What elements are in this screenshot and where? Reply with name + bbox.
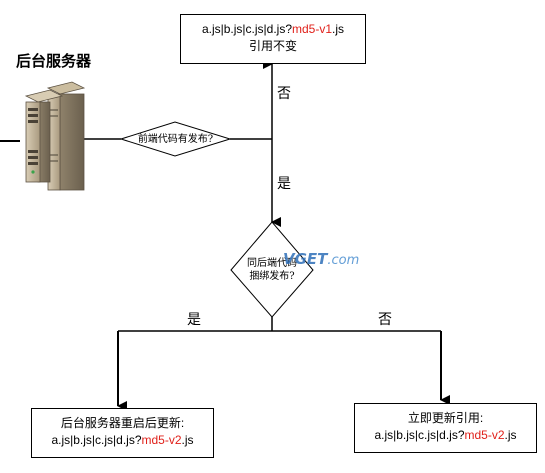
decision2-line1: 同后端代码 <box>247 258 297 269</box>
left-box-files: a.js|b.js|c.js|d.js? <box>51 433 142 447</box>
server-icon <box>24 81 86 191</box>
top-box-line2: 引用不变 <box>248 39 297 53</box>
edge-label-yes-down: 是 <box>277 176 291 192</box>
left-box-suffix: .js <box>181 433 194 447</box>
edge-label-no-right: 否 <box>378 312 392 328</box>
decision1-label: 前端代码有发布? <box>137 134 214 145</box>
left-result-box: 后台服务器重启后更新: a.js|b.js|c.js|d.js?md5-v2.j… <box>31 408 214 458</box>
edge-label-no-up: 否 <box>277 86 291 102</box>
decision2-diamond <box>230 221 314 318</box>
right-box-line1: 立即更新引用: <box>407 411 484 425</box>
server-title: 后台服务器 <box>16 52 92 70</box>
decision2-label: 同后端代码 捆绑发布? <box>232 257 312 283</box>
left-box-version: md5-v2 <box>141 433 182 447</box>
top-box-version: md5-v1 <box>292 22 333 36</box>
right-box-line2: a.js|b.js|c.js|d.js?md5-v2.js <box>355 427 536 444</box>
decision1-diamond <box>119 121 232 157</box>
right-box-version: md5-v2 <box>464 428 505 442</box>
decision2-line2: 捆绑发布? <box>249 271 295 282</box>
watermark-suffix: .com <box>327 253 360 268</box>
top-box-files: a.js|b.js|c.js|d.js? <box>201 22 293 36</box>
right-box-files: a.js|b.js|c.js|d.js? <box>374 428 465 442</box>
top-box-line1: a.js|b.js|c.js|d.js?md5-v1.js <box>181 21 365 38</box>
right-box-suffix: .js <box>504 428 517 442</box>
edge-label-yes-left: 是 <box>187 312 201 328</box>
right-result-box: 立即更新引用: a.js|b.js|c.js|d.js?md5-v2.js <box>354 403 537 453</box>
watermark-brand: VGET <box>283 250 328 268</box>
top-box-suffix: .js <box>332 22 345 36</box>
left-box-line2: a.js|b.js|c.js|d.js?md5-v2.js <box>32 432 213 449</box>
top-result-box: a.js|b.js|c.js|d.js?md5-v1.js 引用不变 <box>180 14 366 64</box>
watermark-logo: VGET.com <box>283 250 359 268</box>
left-box-line1: 后台服务器重启后更新: <box>60 416 185 430</box>
